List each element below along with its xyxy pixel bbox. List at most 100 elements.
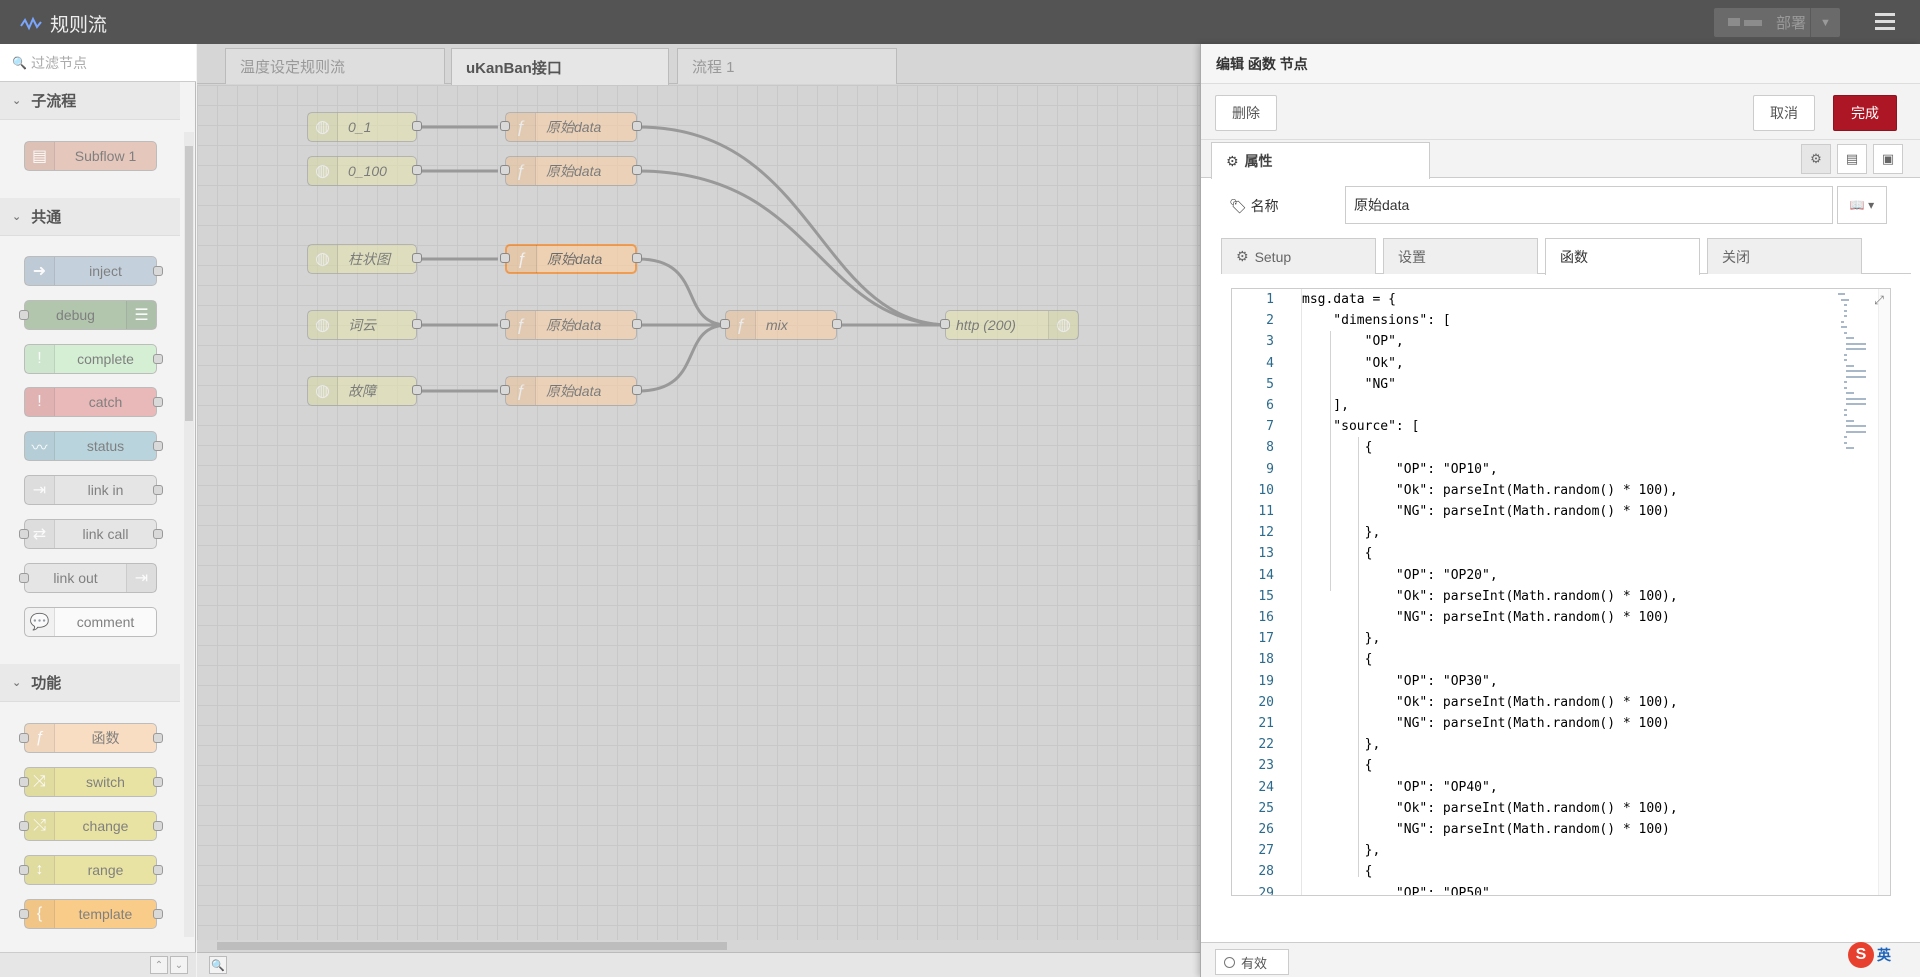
palette-node-template[interactable]: {template xyxy=(24,899,157,929)
palette-node-complete[interactable]: !complete xyxy=(24,344,157,374)
output-port[interactable] xyxy=(412,121,422,131)
palette-node-debug[interactable]: debug☰ xyxy=(24,300,157,330)
delete-button[interactable]: 删除 xyxy=(1215,95,1277,131)
tab-function[interactable]: 函数 xyxy=(1545,238,1700,275)
editor-scrollbar[interactable] xyxy=(1878,289,1890,895)
input-port[interactable] xyxy=(720,319,730,329)
library-book-icon[interactable]: 📖 ▾ xyxy=(1837,186,1887,224)
expand-all-icon[interactable]: ⌄ xyxy=(170,956,188,974)
category-subflow[interactable]: ⌄子流程 xyxy=(0,82,180,120)
http-in-node-0-1[interactable]: ◍0_1 xyxy=(307,112,417,142)
input-port[interactable] xyxy=(500,253,510,263)
function-subtabs: ⚙Setup 设置 函数 关闭 xyxy=(1221,238,1911,275)
palette-node-inject[interactable]: ➜inject xyxy=(24,256,157,286)
output-port[interactable] xyxy=(632,253,642,263)
tab-flow-1[interactable]: 流程 1 xyxy=(677,48,897,84)
output-port[interactable] xyxy=(412,385,422,395)
collapse-all-icon[interactable]: ⌃ xyxy=(150,956,168,974)
line-number: 11 xyxy=(1258,504,1274,519)
minimap-line xyxy=(1840,298,1850,301)
code-line: }, xyxy=(1302,631,1381,647)
done-button[interactable]: 完成 xyxy=(1833,95,1897,131)
http-in-node-fault[interactable]: ◍故障 xyxy=(307,376,417,406)
minimap-line xyxy=(1846,419,1854,422)
output-port[interactable] xyxy=(412,165,422,175)
line-number: 21 xyxy=(1258,716,1274,731)
settings-gear-icon[interactable]: ⚙ xyxy=(1801,144,1831,174)
palette-node-catch[interactable]: !catch xyxy=(24,387,157,417)
canvas-horizontal-scrollbar[interactable] xyxy=(197,940,1200,952)
palette-node-range[interactable]: ↕range xyxy=(24,855,157,885)
palette-node-link-out[interactable]: link out⇥ xyxy=(24,563,157,593)
category-common[interactable]: ⌄共通 xyxy=(0,198,180,236)
description-icon[interactable]: ▤ xyxy=(1837,144,1867,174)
palette-scrollbar[interactable] xyxy=(184,132,194,937)
tab-setup[interactable]: ⚙Setup xyxy=(1221,238,1376,274)
cancel-button[interactable]: 取消 xyxy=(1753,95,1815,131)
input-port xyxy=(19,529,29,539)
output-port[interactable] xyxy=(832,319,842,329)
input-port[interactable] xyxy=(500,121,510,131)
scroll-thumb[interactable] xyxy=(185,146,193,421)
code-area[interactable]: msg.data = { "dimensions": [ "OP", "Ok",… xyxy=(1302,289,1842,896)
http-in-node-bar-chart[interactable]: ◍柱状图 xyxy=(307,244,417,274)
code-line: "Ok": parseInt(Math.random() * 100), xyxy=(1302,694,1678,710)
palette-node-comment[interactable]: 💬comment xyxy=(24,607,157,637)
output-port[interactable] xyxy=(632,121,642,131)
palette-search[interactable]: 🔍 过滤节点 xyxy=(0,44,196,82)
input-port[interactable] xyxy=(500,385,510,395)
code-line: "OP": "OP50", xyxy=(1302,885,1498,896)
output-port[interactable] xyxy=(412,253,422,263)
code-minimap[interactable] xyxy=(1838,289,1878,489)
line-number: 20 xyxy=(1258,694,1274,710)
tab-flow-ukanban[interactable]: uKanBan接口 xyxy=(451,48,669,85)
palette-node-link-call[interactable]: ⇄link call xyxy=(24,519,157,549)
output-port[interactable] xyxy=(412,319,422,329)
search-icon[interactable]: 🔍 xyxy=(209,956,227,974)
tab-flow-temperature[interactable]: 温度设定规则流 xyxy=(225,48,445,84)
name-input[interactable] xyxy=(1345,186,1833,224)
output-port[interactable] xyxy=(632,319,642,329)
category-function[interactable]: ⌄功能 xyxy=(0,664,180,702)
output-port[interactable] xyxy=(632,165,642,175)
scroll-thumb[interactable] xyxy=(217,942,727,950)
tab-init[interactable]: 设置 xyxy=(1383,238,1538,274)
palette-node-link-in[interactable]: ⇥link in xyxy=(24,475,157,505)
deploy-button[interactable]: 部署 ▼ xyxy=(1714,8,1840,37)
minimap-line xyxy=(1843,408,1847,411)
input-port[interactable] xyxy=(940,319,950,329)
http-in-node-word-cloud[interactable]: ◍词云 xyxy=(307,310,417,340)
palette-node-change[interactable]: ⤭change xyxy=(24,811,157,841)
tab-close[interactable]: 关闭 xyxy=(1707,238,1862,274)
main-menu-icon[interactable] xyxy=(1872,10,1898,34)
enable-toggle-button[interactable]: 有效 xyxy=(1215,949,1289,975)
palette-node-status[interactable]: 〰status xyxy=(24,431,157,461)
http-response-node[interactable]: http (200)◍ xyxy=(945,310,1079,340)
expand-editor-icon[interactable]: ⤢ xyxy=(1874,292,1884,307)
palette-node-subflow-1[interactable]: ▤Subflow 1 xyxy=(24,141,157,171)
line-number: 1 xyxy=(1266,292,1274,307)
app-logo: 规则流 xyxy=(20,10,107,37)
output-port[interactable] xyxy=(632,385,642,395)
deploy-options-caret-icon[interactable]: ▼ xyxy=(1810,8,1840,37)
input-port[interactable] xyxy=(500,165,510,175)
code-line: }, xyxy=(1302,737,1381,753)
http-in-node-0-100[interactable]: ◍0_100 xyxy=(307,156,417,186)
ime-indicator[interactable]: S 英 xyxy=(1848,940,1898,970)
appearance-icon[interactable]: ▣ xyxy=(1873,144,1903,174)
palette-node-switch[interactable]: ⤨switch xyxy=(24,767,157,797)
arrow-right-icon: ➜ xyxy=(25,257,55,285)
tab-properties[interactable]: ⚙属性 xyxy=(1211,142,1430,179)
input-port[interactable] xyxy=(500,319,510,329)
minimap-line xyxy=(1846,447,1854,449)
minimap-line xyxy=(1846,337,1854,339)
